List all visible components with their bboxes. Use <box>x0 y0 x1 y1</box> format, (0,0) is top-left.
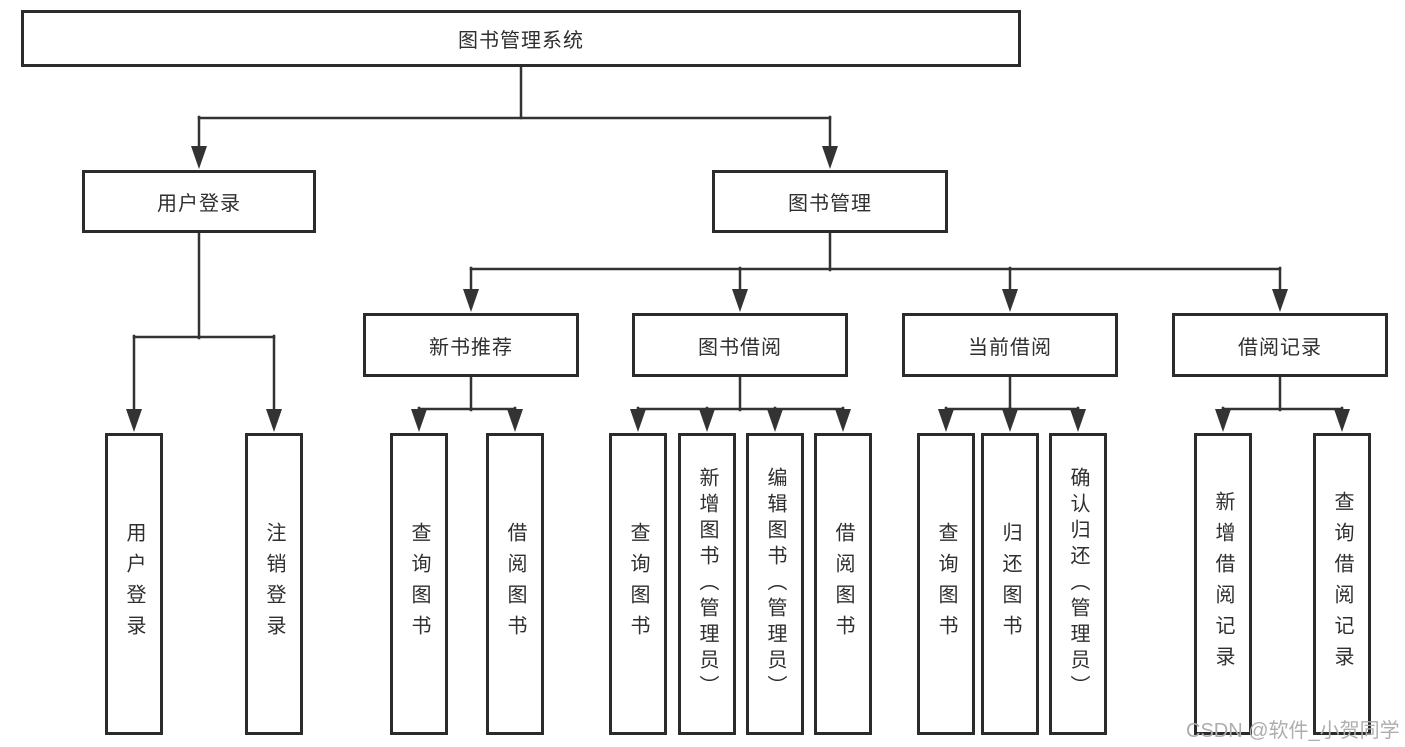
node-book-management: 图书管理 <box>712 170 948 233</box>
node-current-borrowing: 当前借阅 <box>902 313 1118 377</box>
node-current-borrowing-label: 当前借阅 <box>968 336 1052 359</box>
csdn-watermark: CSDN @软件_小贺同学 <box>1186 720 1400 742</box>
connector-borrowing-records-branch <box>1215 375 1350 432</box>
leaf-add-book-admin: 新增图书（管理员） <box>678 433 736 735</box>
node-book-management-label: 图书管理 <box>788 193 872 215</box>
node-user-login-label: 用户登录 <box>157 193 241 215</box>
node-borrowing-records: 借阅记录 <box>1172 313 1388 377</box>
leaf-borrow-book-1: 借阅图书 <box>486 433 544 735</box>
node-root-label: 图书管理系统 <box>458 30 584 52</box>
connector-user-login-branch <box>126 231 282 432</box>
leaf-logout: 注销登录 <box>245 433 303 735</box>
leaf-add-book-admin-label: 新增图书（管理员） <box>696 467 718 701</box>
leaf-query-book-3: 查询图书 <box>917 433 975 735</box>
leaf-query-book-1-label: 查询图书 <box>408 522 430 646</box>
leaf-edit-book-admin-label: 编辑图书（管理员） <box>764 467 786 701</box>
leaf-logout-label: 注销登录 <box>263 522 285 646</box>
leaf-query-borrow-record-label: 查询借阅记录 <box>1331 491 1353 677</box>
leaf-return-book-label: 归还图书 <box>999 522 1021 646</box>
leaf-user-login-label: 用户登录 <box>123 522 145 646</box>
node-borrowing-records-label: 借阅记录 <box>1238 336 1322 359</box>
connector-book-borrowing-branch <box>630 375 851 432</box>
leaf-confirm-return-admin: 确认归还（管理员） <box>1049 433 1107 735</box>
leaf-confirm-return-admin-label: 确认归还（管理员） <box>1067 467 1089 701</box>
leaf-query-book-2-label: 查询图书 <box>627 522 649 646</box>
leaf-query-book-3-label: 查询图书 <box>935 522 957 646</box>
connector-root-to-level2 <box>191 65 838 169</box>
leaf-user-login: 用户登录 <box>105 433 163 735</box>
node-new-book-recommendation: 新书推荐 <box>363 313 579 377</box>
leaf-query-borrow-record: 查询借阅记录 <box>1313 433 1371 735</box>
node-user-login: 用户登录 <box>82 170 316 233</box>
leaf-borrow-book-1-label: 借阅图书 <box>504 522 526 646</box>
leaf-borrow-book-2-label: 借阅图书 <box>832 522 854 646</box>
node-root: 图书管理系统 <box>21 10 1021 67</box>
connector-current-borrowing-branch <box>938 375 1086 432</box>
connector-book-management-to-level3 <box>463 231 1288 312</box>
leaf-add-borrow-record-label: 新增借阅记录 <box>1212 491 1234 677</box>
leaf-add-borrow-record: 新增借阅记录 <box>1194 433 1252 735</box>
node-book-borrowing-label: 图书借阅 <box>698 336 782 359</box>
leaf-return-book: 归还图书 <box>981 433 1039 735</box>
leaf-query-book-2: 查询图书 <box>609 433 667 735</box>
leaf-borrow-book-2: 借阅图书 <box>814 433 872 735</box>
node-book-borrowing: 图书借阅 <box>632 313 848 377</box>
node-new-book-recommendation-label: 新书推荐 <box>429 336 513 359</box>
leaf-query-book-1: 查询图书 <box>390 433 448 735</box>
leaf-edit-book-admin: 编辑图书（管理员） <box>746 433 804 735</box>
connector-new-book-branch <box>411 375 523 432</box>
